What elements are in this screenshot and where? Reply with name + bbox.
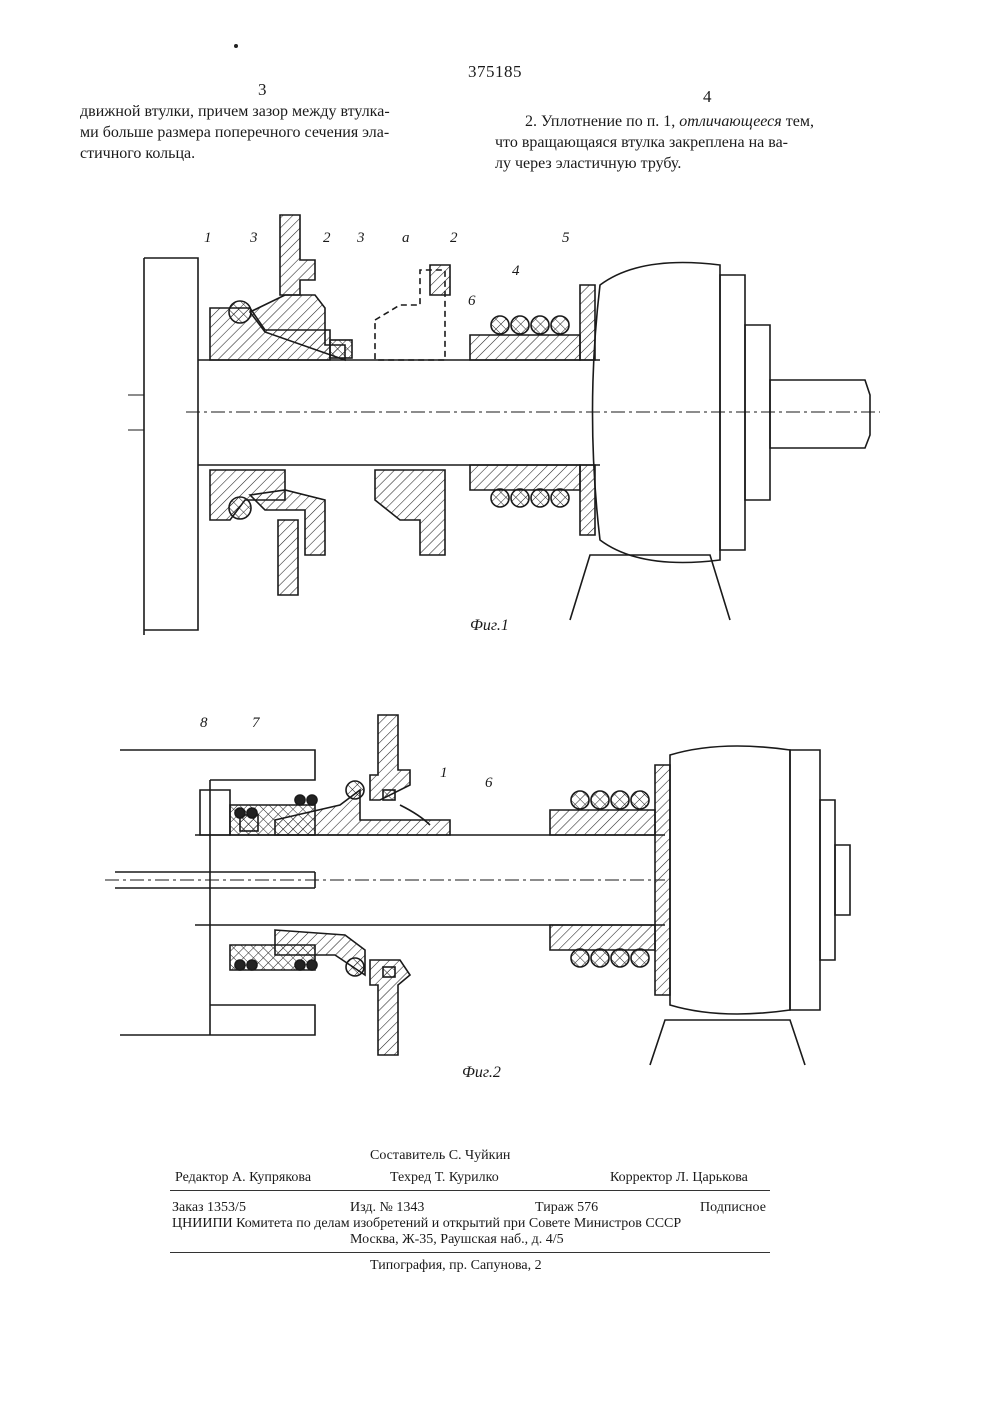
spring-holder-2-upper — [550, 810, 655, 835]
fig1-label-a: а — [402, 230, 410, 246]
fig1-label-3: 3 — [249, 230, 258, 246]
fig2-label-7: 7 — [252, 715, 261, 731]
printer: Типография, пр. Сапунова, 2 — [370, 1258, 542, 1274]
left-housing-2 — [120, 750, 315, 1035]
figure-1-caption: Фиг.1 — [470, 617, 509, 634]
shaft-end — [770, 380, 870, 448]
fig1-label-3b: 3 — [356, 230, 365, 246]
figure-2-caption: Фиг.2 — [462, 1064, 501, 1081]
left-housing — [144, 258, 198, 635]
corrector: Корректор Л. Царькова — [610, 1170, 748, 1186]
claim-2-suffix: тем, — [782, 113, 814, 130]
fig1-label-4: 4 — [512, 263, 520, 279]
compiler: Составитель С. Чуйкин — [370, 1148, 510, 1164]
fig1-label-5: 5 — [562, 230, 570, 246]
order: Заказ 1353/5 — [172, 1200, 246, 1216]
fig1-label-2b: 2 — [450, 230, 458, 246]
address: Москва, Ж-35, Раушская наб., д. 4/5 — [350, 1232, 564, 1248]
rotating-sleeve-lower — [375, 470, 445, 555]
text-line: что вращающаяся втулка закреплена на ва- — [495, 132, 897, 153]
wall-plate-upper — [280, 215, 315, 295]
spring-holder-lower — [470, 465, 580, 490]
text-line: движной втулки, причем зазор между втулк… — [80, 101, 465, 122]
fig2-label-1: 1 — [440, 765, 448, 781]
organization: ЦНИИПИ Комитета по делам изобретений и о… — [172, 1216, 681, 1232]
editor: Редактор А. Купрякова — [175, 1170, 311, 1186]
wall-plate-2-upper — [370, 715, 410, 800]
footer-rule-bottom — [170, 1252, 770, 1253]
ink-dot — [234, 44, 238, 48]
fig2-label-8: 8 — [200, 715, 208, 731]
seal-insert — [330, 340, 352, 358]
claim-2-line: 2. Уплотнение по п. 1, отличающееся тем, — [495, 111, 897, 132]
figure-2-drawing: 8 7 1 6 Фиг.2 — [100, 705, 900, 1085]
fig2-label-6: 6 — [485, 775, 493, 791]
spring-holder-2-lower — [550, 925, 655, 950]
wall-plate-lower — [278, 520, 298, 595]
techred: Техред Т. Курилко — [390, 1170, 499, 1186]
subscription: Подписное — [700, 1200, 766, 1216]
text-line: лу через эластичную трубу. — [495, 153, 897, 174]
right-column-number: 4 — [703, 87, 712, 107]
claim-2-prefix: 2. Уплотнение по п. 1, — [525, 113, 679, 130]
fig1-label-1: 1 — [204, 230, 212, 246]
elastic-ring-upper — [229, 301, 251, 323]
footer-rule-top — [170, 1190, 770, 1191]
text-line: стичного кольца. — [80, 143, 465, 164]
fig1-label-6: 6 — [468, 293, 476, 309]
print-run: Тираж 576 — [535, 1200, 598, 1216]
text-line: ми больше размера поперечного сечения эл… — [80, 122, 465, 143]
edition: Изд. № 1343 — [350, 1200, 424, 1216]
left-column-number: 3 — [258, 80, 267, 100]
claim-2-emphasis: отличающееся — [679, 113, 781, 130]
figure-1-drawing: 1 3 2 3 а 2 6 4 5 Фиг.1 — [100, 200, 900, 640]
bearing-housing-2 — [670, 746, 790, 1014]
fig1-label-2: 2 — [323, 230, 331, 246]
left-column-text: движной втулки, причем зазор между втулк… — [80, 101, 465, 164]
elastic-ring-lower — [229, 497, 251, 519]
patent-number: 375185 — [468, 62, 522, 82]
spring-holder-upper — [470, 335, 580, 360]
right-column-text: 2. Уплотнение по п. 1, отличающееся тем,… — [495, 111, 897, 174]
